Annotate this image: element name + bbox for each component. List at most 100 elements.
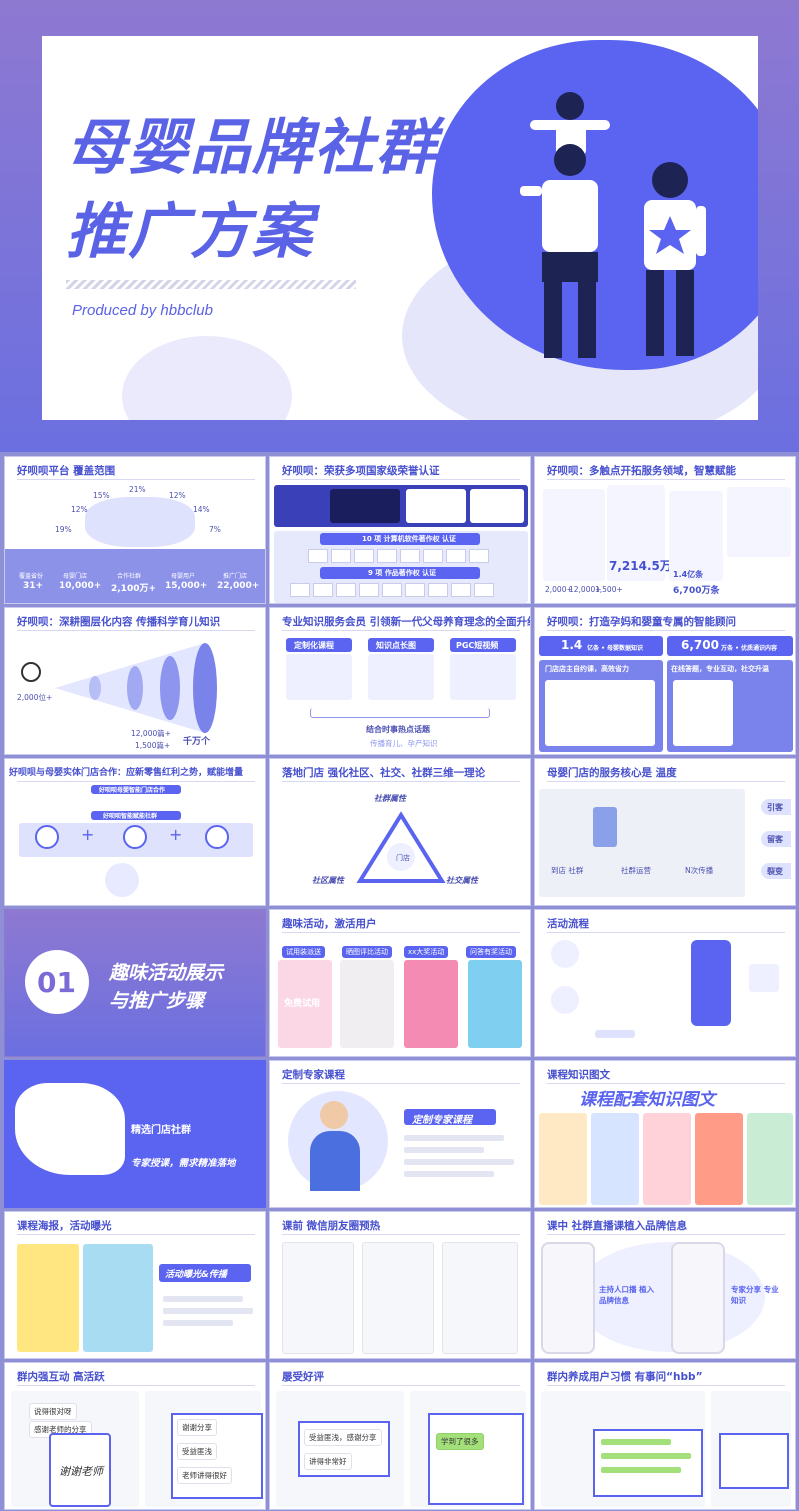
tag-label: 留客 xyxy=(767,835,783,844)
feature-title: 门店店主自约课，高效省力 xyxy=(545,665,629,673)
percent-label: 21% xyxy=(129,485,146,494)
cert-banner xyxy=(320,533,480,545)
divider xyxy=(17,1234,255,1235)
stat-value: 31+ xyxy=(23,581,44,591)
divider xyxy=(17,781,255,782)
activity-poster xyxy=(404,960,458,1048)
stat-label: 推广门店 xyxy=(223,573,248,580)
slide-heading: 精选门店社群 xyxy=(131,1125,191,1136)
center-label: 门店 xyxy=(396,854,410,862)
stat-unit: 亿条 • 母婴数据知识 xyxy=(587,645,644,652)
screenshot xyxy=(673,680,733,746)
hub-icon xyxy=(105,863,139,897)
feature-title: 在线答题，专业互动，社交升温 xyxy=(671,665,769,673)
phone-screenshot xyxy=(671,1242,725,1354)
slide-title: 趣味活动，激活用户 xyxy=(282,918,377,930)
moments-screenshot xyxy=(282,1242,354,1354)
map-shape xyxy=(85,497,195,547)
slide-title: 好呗呗：荣获多项国家级荣誉认证 xyxy=(282,465,440,477)
cert-banner xyxy=(320,567,480,579)
activity-poster xyxy=(468,960,522,1048)
china-map xyxy=(15,1083,125,1175)
slide-title: 活动流程 xyxy=(547,918,589,930)
cert-line: 10 项 计算机软件著作权 认证 xyxy=(362,535,457,543)
plus-icon: + xyxy=(169,825,183,844)
slide-title: 定制专家课程 xyxy=(282,1069,345,1081)
stat-value: 千万个 xyxy=(183,737,211,747)
family-illustration xyxy=(520,92,706,358)
triangle-diagram xyxy=(356,811,446,883)
person-head xyxy=(320,1101,348,1129)
divider xyxy=(17,479,255,480)
screenshot xyxy=(545,680,655,746)
activity-poster xyxy=(340,960,394,1048)
certificate-image xyxy=(470,489,524,523)
divider xyxy=(547,1234,785,1235)
slide-title: 落地门店 强化社区、社交、社群三维一理论 xyxy=(282,767,486,779)
activity-tag: xx大奖活动 xyxy=(404,946,449,958)
cover-title-line1: 母婴品牌社群 xyxy=(66,113,438,183)
cover-subtitle: Produced by hbbclub xyxy=(72,302,213,319)
sticker-text: 谢谢老师 xyxy=(59,1465,103,1478)
callout-label: 主持人口播 植入品牌信息 xyxy=(599,1285,655,1305)
slide-custom-course: 定制专家课程 定制专家课程 xyxy=(269,1060,531,1208)
divider xyxy=(547,781,785,782)
step-box xyxy=(595,1030,635,1038)
funnel-graphic xyxy=(55,643,217,733)
slide-knowledge-service: 专业知识服务会员 引领新一代父母养育理念的全面升级 定制化课程 知识点长图 PG… xyxy=(269,607,531,755)
cert-thumbs xyxy=(290,583,494,597)
stat-value: 2,000+ xyxy=(545,585,573,594)
divider xyxy=(282,630,520,631)
activity-tag: 试用装派送 xyxy=(282,946,325,958)
slide-title: 课中 社群直播课植入品牌信息 xyxy=(547,1220,688,1232)
tag xyxy=(91,811,181,820)
stat-value: 12,000篇+ xyxy=(131,729,172,738)
divider xyxy=(282,1385,520,1386)
slide-honors: 好呗呗：荣获多项国家级荣誉认证 10 项 计算机软件著作权 认证 9 项 作品著… xyxy=(269,456,531,604)
section-title-line2: 与推广步骤 xyxy=(109,990,205,1012)
cover-card: 母婴品牌社群 推广方案 Produced by hbbclub xyxy=(42,36,758,420)
tag-button xyxy=(761,799,791,815)
stat-value: 12,000+ xyxy=(569,585,602,594)
slide-coverage: 好呗呗平台 覆盖范围 19% 12% 15% 21% 12% 14% 7% 覆盖… xyxy=(4,456,266,604)
banner-label: 活动曝光&传播 xyxy=(165,1270,227,1280)
percent-label: 12% xyxy=(71,505,88,514)
stat-unit: 万条 • 优质通识内容 xyxy=(721,645,778,652)
stat-value: 6,700 xyxy=(681,638,719,652)
tag-label: 引客 xyxy=(767,803,783,812)
stat-value: 6,700万条 xyxy=(673,586,720,596)
stat-value: 1,500篇+ xyxy=(135,741,171,750)
slide-store-community: 精选门店社群 专家授课，需求精准落地 xyxy=(4,1060,266,1208)
divider xyxy=(547,932,785,933)
certificate-image xyxy=(406,489,466,523)
banner-label: 定制专家课程 xyxy=(412,1115,472,1126)
stat-box xyxy=(539,636,663,656)
slide-title: 好呗呗与母婴实体门店合作：应新零售红利之势，赋能增量 xyxy=(9,768,244,778)
sticker-card xyxy=(49,1433,111,1507)
activity-tag: 晒图评比活动 xyxy=(342,946,392,958)
slide-title: 课前 微信朋友圈预热 xyxy=(282,1220,381,1232)
course-poster xyxy=(83,1244,153,1352)
slide-live-course: 课中 社群直播课植入品牌信息 主持人口播 植入品牌信息 专家分享 专业知识 xyxy=(534,1211,796,1359)
divider xyxy=(282,1234,520,1235)
slide-title: 课程知识图文 xyxy=(547,1069,610,1081)
stat-label: 母婴门店 xyxy=(63,573,88,580)
moments-screenshot xyxy=(442,1242,518,1354)
column-header xyxy=(286,638,352,652)
info-graphic xyxy=(747,1113,793,1205)
step-box xyxy=(749,964,779,992)
bottom-sub: 传播育儿、孕产知识 xyxy=(370,739,438,748)
stat-value: 22,000+ xyxy=(217,581,260,591)
divider xyxy=(282,781,520,782)
slide-content-layers: 好呗呗：深耕圈层化内容 传播科学育儿知识 2,000位+ 12,000篇+ 1,… xyxy=(4,607,266,755)
slide-knowledge-graphics: 课程知识图文 课程配套知识图文 xyxy=(534,1060,796,1208)
phone-screenshot xyxy=(541,1242,595,1354)
bottom-label: 结合时事热点话题 xyxy=(366,725,430,734)
person-body xyxy=(310,1131,360,1191)
slide-interaction: 群内强互动 高活跃 说得很对呀 感谢老师的分享 谢谢老师 谢谢分享 受益匪浅 老… xyxy=(4,1362,266,1510)
info-graphic xyxy=(695,1113,743,1205)
stat-value: 1,500+ xyxy=(595,585,623,594)
stat-value: 2,100万+ xyxy=(111,584,157,594)
stat-value: 7,214.5万 xyxy=(609,559,672,573)
vending-machine xyxy=(593,807,617,847)
